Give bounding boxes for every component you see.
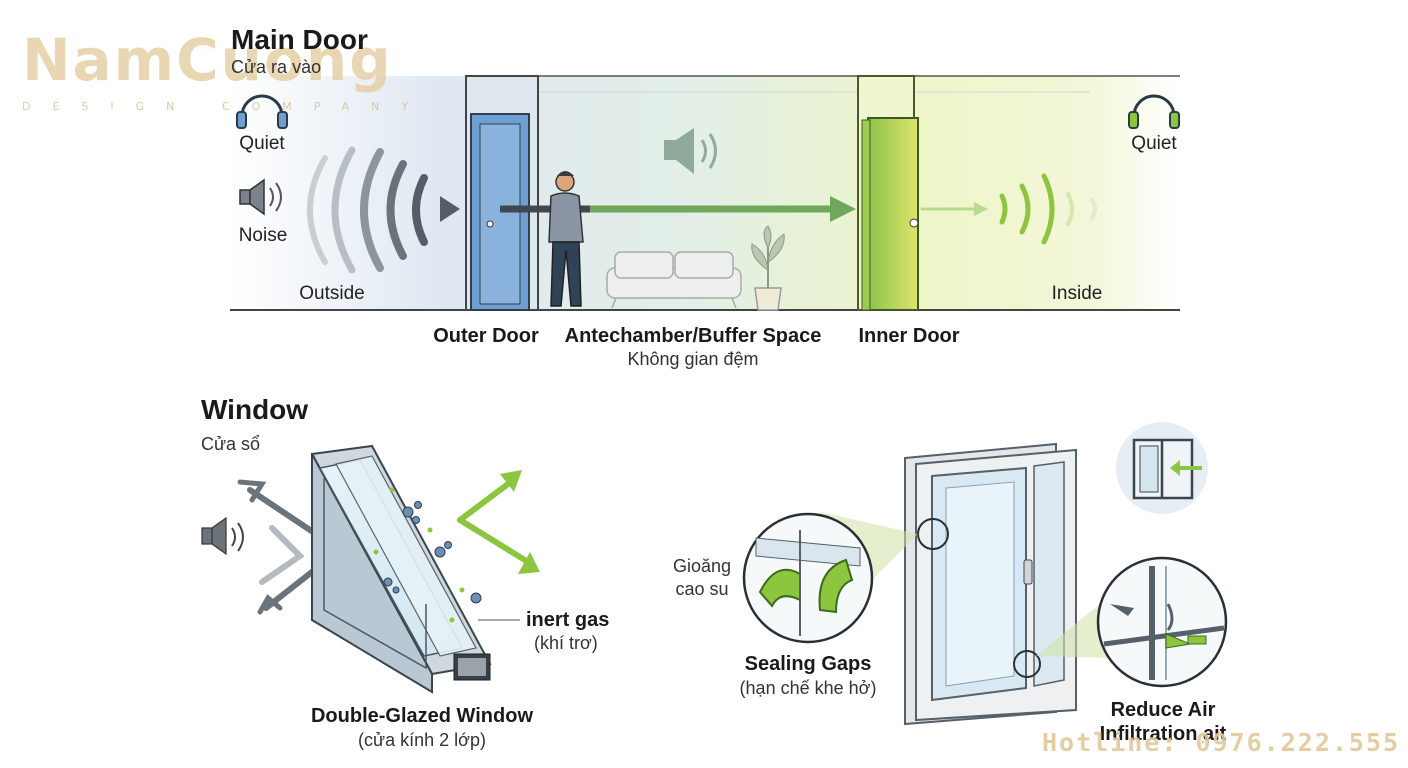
- inert-gas-sublabel: (khí trơ): [534, 633, 598, 653]
- noise-label: Noise: [238, 225, 288, 246]
- gasket-label-2: cao su: [675, 579, 729, 599]
- person-figure: [548, 171, 584, 307]
- headphones-icon-right: [1128, 94, 1180, 129]
- inert-gas-label: inert gas: [526, 609, 610, 631]
- speaker-icon-buffer: [664, 128, 717, 174]
- noise-waves: [307, 146, 460, 274]
- small-window-icon: [1116, 422, 1208, 514]
- quiet-waves: [920, 173, 1097, 245]
- infiltration-caption: Infiltration ait: [1099, 723, 1227, 745]
- casement-window: [904, 442, 1077, 726]
- air-infiltration-zoom-circle: [1096, 556, 1228, 688]
- outside-label: Outside: [299, 283, 365, 304]
- sofa-icon: [606, 251, 742, 309]
- watermark-tagline: DESIGN COMPANY: [22, 100, 431, 113]
- watermark-brand: NamCuong: [22, 26, 393, 94]
- gasket-label: Gioăng: [672, 556, 732, 576]
- outer-door: [465, 75, 539, 311]
- double-glazed-caption: Double-Glazed Window: [310, 705, 534, 727]
- sealing-gaps-caption: Sealing Gaps: [744, 653, 872, 675]
- double-glazed-window: [310, 444, 492, 694]
- sealing-gaps-subcaption: (hạn chế khe hở): [739, 678, 877, 698]
- window-title: Window: [201, 394, 309, 425]
- inside-label: Inside: [1051, 283, 1103, 304]
- speaker-icon-window: [201, 516, 244, 556]
- quiet-right-label: Quiet: [1131, 133, 1177, 154]
- plant-icon: [751, 225, 785, 311]
- gasket-zoom-circle: [742, 512, 874, 644]
- main-door-title: Main Door: [231, 24, 368, 55]
- double-glazed-subcaption: (cửa kính 2 lớp): [358, 730, 486, 750]
- inner-door-caption: Inner Door: [858, 325, 960, 347]
- headphones-icon-left: [236, 94, 288, 129]
- reduce-air-caption: Reduce Air: [1110, 699, 1216, 721]
- transmitted-sound-arrows: [457, 481, 531, 565]
- window-subtitle: Cửa sổ: [201, 434, 261, 454]
- quiet-left-label: Quiet: [239, 133, 285, 154]
- antechamber-caption: Antechamber/Buffer Space: [564, 325, 822, 347]
- antechamber-subcaption: Không gian đệm: [627, 349, 759, 369]
- outer-door-caption: Outer Door: [433, 325, 539, 347]
- inner-door: [857, 75, 919, 311]
- main-door-subtitle: Cửa ra vào: [231, 57, 322, 77]
- watermark-hotline: Hotline: 0976.222.555: [1042, 728, 1401, 757]
- speaker-icon-noise: [239, 178, 282, 216]
